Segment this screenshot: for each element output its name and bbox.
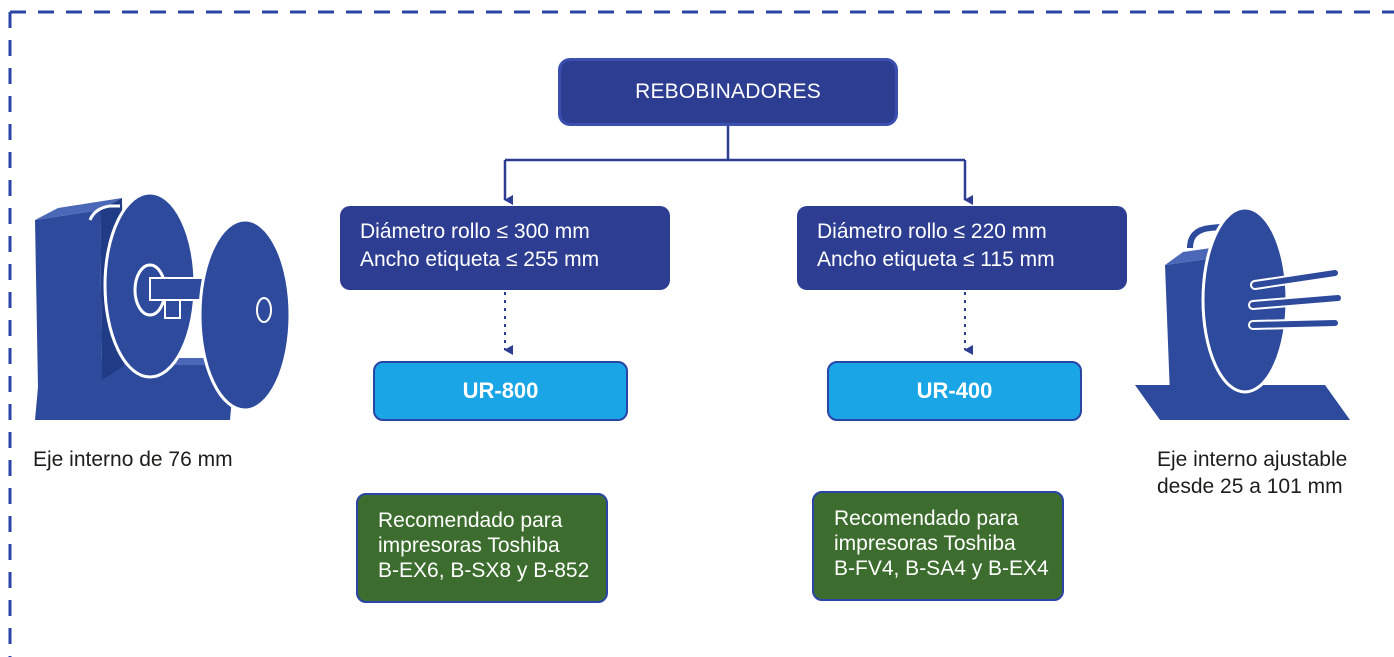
caption-ur800: Eje interno de 76 mm xyxy=(33,446,233,473)
model-label: UR-400 xyxy=(916,378,993,403)
recommendation-line: Recomendado para xyxy=(378,509,563,532)
spec-node-ur400: Diámetro rollo ≤ 220 mm Ancho etiqueta ≤… xyxy=(797,206,1127,290)
recommendation-node-ur400: Recomendado para impresoras Toshiba B-FV… xyxy=(812,491,1064,601)
model-node-ur800: UR-800 xyxy=(373,361,628,421)
caption-line: Eje interno de 76 mm xyxy=(33,448,233,471)
root-node: REBOBINADORES xyxy=(558,58,898,126)
recommendation-node-ur800: Recomendado para impresoras Toshiba B-EX… xyxy=(356,493,608,603)
spec-diameter: Diámetro rollo ≤ 220 mm xyxy=(817,220,1047,243)
spec-width: Ancho etiqueta ≤ 255 mm xyxy=(360,248,600,271)
caption-line: Eje interno ajustable xyxy=(1157,448,1348,471)
model-node-ur400: UR-400 xyxy=(827,361,1082,421)
spec-node-ur800: Diámetro rollo ≤ 300 mm Ancho etiqueta ≤… xyxy=(340,206,670,290)
rewinder-ur800-image xyxy=(35,191,290,420)
root-label: REBOBINADORES xyxy=(635,80,821,103)
model-label: UR-800 xyxy=(462,378,539,403)
recommendation-line: B-EX6, B-SX8 y B-852 xyxy=(378,559,590,582)
recommendation-line: impresoras Toshiba xyxy=(378,534,560,557)
recommendation-line: B-FV4, B-SA4 y B-EX4 xyxy=(834,557,1049,580)
caption-ur400: Eje interno ajustable desde 25 a 101 mm xyxy=(1157,446,1347,500)
caption-line: desde 25 a 101 mm xyxy=(1157,475,1343,498)
spec-diameter: Diámetro rollo ≤ 300 mm xyxy=(360,220,590,243)
spec-width: Ancho etiqueta ≤ 115 mm xyxy=(817,248,1055,271)
recommendation-line: impresoras Toshiba xyxy=(834,532,1016,555)
rewinder-ur400-image xyxy=(1135,206,1350,420)
recommendation-line: Recomendado para xyxy=(834,507,1019,530)
